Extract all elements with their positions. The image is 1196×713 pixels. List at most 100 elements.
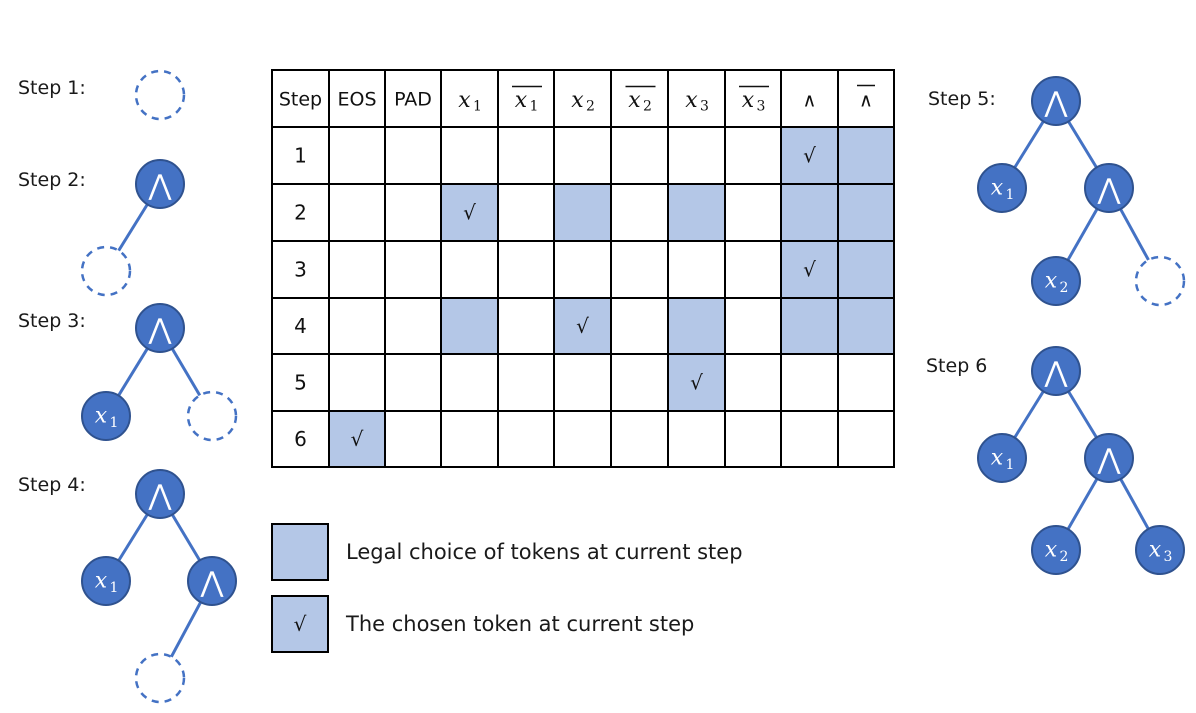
and-node: ⋀ [1084, 433, 1134, 483]
tree-step-2: ⋀ [80, 159, 185, 297]
tree-edge [1119, 478, 1150, 530]
row-step-number: 4 [294, 314, 307, 338]
and-operator: ⋀ [148, 169, 173, 202]
legal-cell [668, 298, 725, 354]
step-label-2: Step 2: [18, 169, 86, 191]
legal-cell [668, 184, 725, 241]
step-label-5: Step 5: [928, 88, 996, 110]
node-var: x [1045, 538, 1058, 563]
header-var: x [515, 88, 528, 113]
header-subscript: 2 [643, 99, 652, 115]
tree-edge [117, 203, 149, 252]
legal-cell [781, 241, 838, 298]
node-circle [1135, 525, 1185, 575]
node-circle [187, 556, 237, 606]
header-subscript: 3 [757, 99, 766, 115]
empty-node-placeholder [134, 652, 186, 704]
check-mark: √ [351, 427, 364, 451]
legend-legal-label: Legal choice of tokens at current step [346, 540, 743, 564]
legal-cell [554, 298, 611, 354]
tree-edge [1119, 208, 1150, 261]
header-op: ∧ [803, 90, 817, 112]
legend-chosen-label: The chosen token at current step [345, 612, 694, 636]
row-step-number: 5 [294, 371, 307, 395]
header-var: x [685, 88, 698, 113]
node-circle [977, 163, 1027, 213]
tree-edge [117, 347, 149, 397]
legal-cell [554, 184, 611, 241]
node-subscript: 1 [1006, 187, 1015, 203]
tree-edge [170, 347, 202, 397]
empty-node-placeholder [1134, 255, 1186, 307]
node-subscript: 1 [110, 415, 119, 431]
header-op: ∧ [859, 90, 873, 112]
header-label: PAD [394, 89, 432, 111]
header-label: Step [279, 89, 322, 111]
and-operator: ⋀ [1044, 356, 1069, 389]
legend-chosen-swatch [271, 595, 329, 653]
tree-edge [171, 513, 201, 562]
node-var: x [95, 404, 108, 429]
legal-cell [781, 184, 838, 241]
tree-edge [1066, 478, 1099, 530]
node-circle [1084, 433, 1134, 483]
check-mark: √ [803, 144, 816, 168]
row-step-number: 3 [294, 258, 307, 282]
and-node: ⋀ [1031, 76, 1081, 126]
step-label-4: Step 4: [18, 474, 86, 496]
header-var: x [742, 88, 755, 113]
header-var: x [571, 88, 584, 113]
step-label-3: Step 3: [18, 310, 86, 332]
legal-cell [441, 184, 498, 241]
node-var: x [95, 569, 108, 594]
header-subscript: 1 [530, 99, 539, 115]
tree-edge [117, 513, 149, 562]
and-operator: ⋀ [200, 566, 225, 599]
check-mark: √ [576, 314, 589, 338]
and-operator: ⋀ [1097, 443, 1122, 476]
and-operator: ⋀ [1097, 173, 1122, 206]
tree-edge [1013, 390, 1045, 439]
header-cell: ∧ [803, 90, 817, 112]
legend-legal-swatch [271, 523, 329, 581]
tree-edge [170, 601, 202, 658]
node-circle [81, 391, 131, 441]
and-operator: ⋀ [148, 313, 173, 346]
and-node: ⋀ [1031, 346, 1081, 396]
header-subscript: 3 [700, 99, 709, 115]
node-var: x [991, 446, 1004, 471]
legal-cell [781, 298, 838, 354]
legal-cell [838, 298, 894, 354]
header-subscript: 1 [473, 99, 482, 115]
node-var: x [991, 176, 1004, 201]
node-var: x [1045, 269, 1058, 294]
and-node: ⋀ [135, 159, 185, 209]
node-circle [81, 556, 131, 606]
node-circle [1031, 525, 1081, 575]
and-node: ⋀ [135, 303, 185, 353]
legend: Legal choice of tokens at current step√T… [271, 523, 743, 653]
and-node: ⋀ [1084, 163, 1134, 213]
tree-edge [1066, 208, 1099, 261]
check-mark: √ [690, 371, 703, 395]
header-var: x [628, 88, 641, 113]
empty-node-placeholder [80, 245, 132, 297]
row-step-number: 6 [294, 427, 307, 451]
step-label-1: Step 1: [18, 77, 86, 99]
node-subscript: 3 [1164, 549, 1173, 565]
